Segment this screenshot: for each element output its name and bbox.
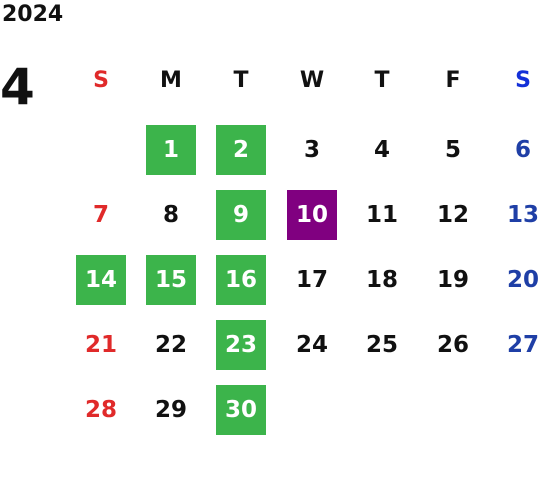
day-cell-17[interactable]: 17 — [295, 267, 328, 293]
day-cell-11[interactable]: 11 — [365, 202, 398, 228]
day-cell-25[interactable]: 25 — [365, 332, 398, 358]
day-cell-4[interactable]: 4 — [373, 137, 390, 163]
day-cell-7[interactable]: 7 — [92, 202, 109, 228]
weekday-header-mon: M — [160, 68, 182, 93]
month-number: 4 — [0, 58, 35, 116]
weekday-header-thu: T — [374, 68, 390, 93]
day-cell-8[interactable]: 8 — [162, 202, 179, 228]
day-cell-15[interactable]: 15 — [146, 255, 196, 305]
day-cell-18[interactable]: 18 — [365, 267, 398, 293]
day-cell-12[interactable]: 12 — [436, 202, 469, 228]
day-cell-26[interactable]: 26 — [436, 332, 469, 358]
day-cell-24[interactable]: 24 — [295, 332, 328, 358]
day-cell-3[interactable]: 3 — [303, 137, 320, 163]
day-cell-28[interactable]: 28 — [84, 397, 117, 423]
weekday-header-fri: F — [445, 68, 461, 93]
day-cell-13[interactable]: 13 — [506, 202, 539, 228]
day-cell-30[interactable]: 30 — [216, 385, 266, 435]
day-cell-23[interactable]: 23 — [216, 320, 266, 370]
day-cell-21[interactable]: 21 — [84, 332, 117, 358]
day-cell-10[interactable]: 10 — [287, 190, 337, 240]
year-label: 2024 — [2, 2, 64, 27]
weekday-header-wed: W — [299, 68, 325, 93]
weekday-header-sat: S — [515, 68, 531, 93]
day-cell-14[interactable]: 14 — [76, 255, 126, 305]
day-cell-2[interactable]: 2 — [216, 125, 266, 175]
day-cell-22[interactable]: 22 — [154, 332, 187, 358]
day-cell-1[interactable]: 1 — [146, 125, 196, 175]
day-cell-20[interactable]: 20 — [506, 267, 539, 293]
day-cell-27[interactable]: 27 — [506, 332, 539, 358]
day-cell-29[interactable]: 29 — [154, 397, 187, 423]
day-cell-6[interactable]: 6 — [514, 137, 531, 163]
day-cell-5[interactable]: 5 — [444, 137, 461, 163]
day-cell-9[interactable]: 9 — [216, 190, 266, 240]
weekday-header-sun: S — [93, 68, 109, 93]
day-cell-19[interactable]: 19 — [436, 267, 469, 293]
weekday-header-tue: T — [233, 68, 249, 93]
day-cell-16[interactable]: 16 — [216, 255, 266, 305]
